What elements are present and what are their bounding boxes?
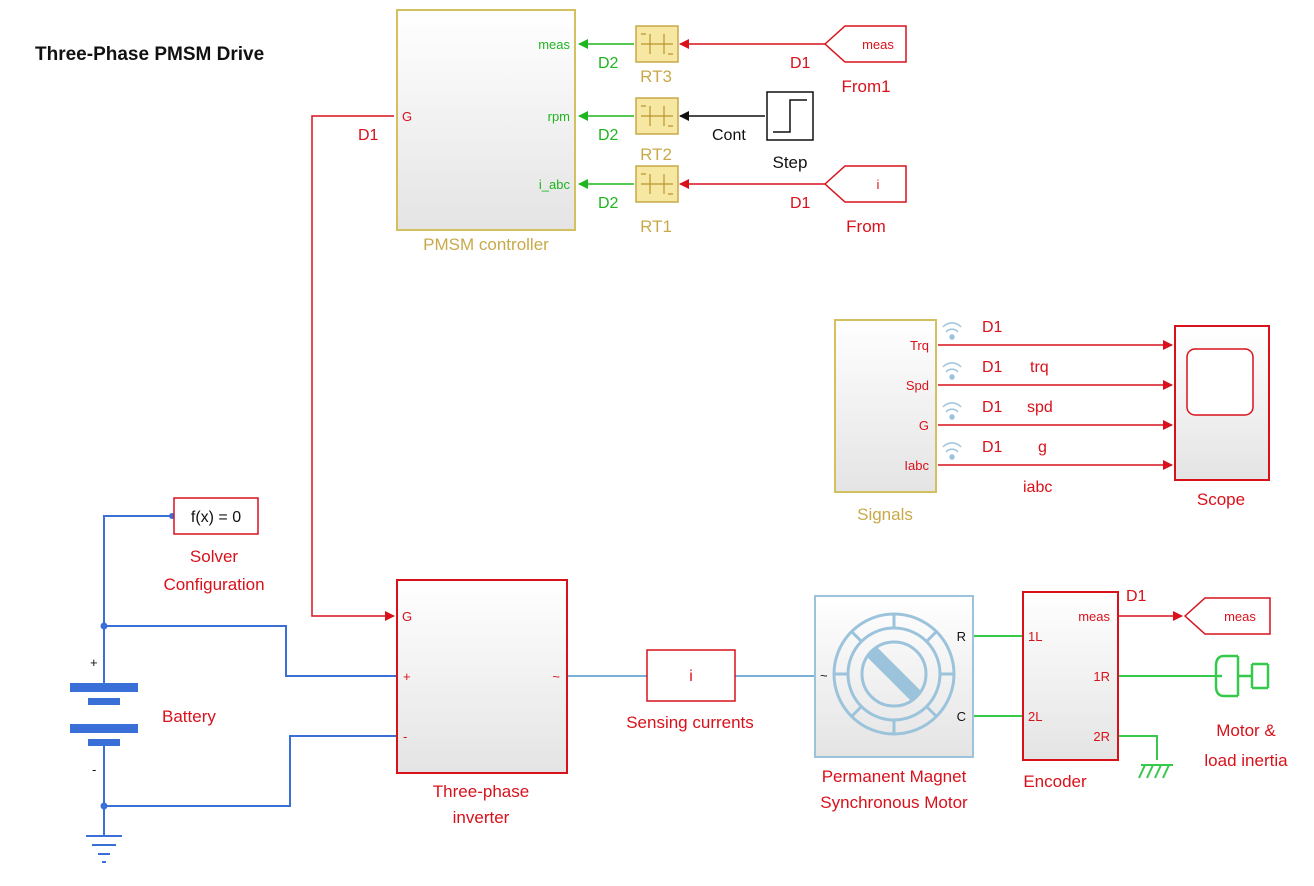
signal-label-cont: Cont (712, 127, 746, 144)
signal-line-g-to-controller[interactable] (311, 115, 395, 621)
sensing-currents-tag: i (689, 668, 693, 685)
encoder-port-meas: meas (1078, 609, 1110, 624)
encoder-port-1l: 1L (1028, 629, 1042, 644)
inertia-label-line2: load inertia (1204, 751, 1288, 770)
sensing-currents-label: Sensing currents (626, 713, 754, 732)
pmsm-controller-label: PMSM controller (423, 235, 549, 254)
mechanical-reference-icon (1138, 764, 1173, 779)
port-label-g: G (402, 109, 412, 124)
signals-label: Signals (857, 505, 913, 524)
sample-time-d1: D1 (790, 55, 811, 72)
solver-function-text: f(x) = 0 (191, 509, 241, 526)
battery-minus: - (92, 762, 96, 777)
inverter-port-plus: + (403, 669, 411, 684)
pmsm-motor-block[interactable]: ~ R C (814, 595, 974, 758)
encoder-port-2r: 2R (1093, 729, 1110, 744)
battery-physical-lines[interactable] (103, 515, 396, 835)
port-label-i-abc: i_abc (539, 177, 571, 192)
rt2-label: RT2 (640, 145, 672, 164)
three-phase-inverter-block[interactable]: G + - ~ (396, 579, 568, 774)
inverter-label-line1: Three-phase (433, 782, 529, 801)
step-label: Step (773, 153, 808, 172)
encoder-block[interactable]: meas 1L 1R 2L 2R (1022, 591, 1119, 761)
solver-configuration-block[interactable]: f(x) = 0 (173, 497, 259, 535)
solver-label-line2: Configuration (163, 575, 264, 594)
mechanical-lines[interactable] (973, 635, 1218, 760)
sample-time-d1: D1 (358, 127, 379, 144)
inverter-port-minus: - (403, 729, 407, 744)
encoder-label: Encoder (1023, 772, 1087, 791)
battery-label: Battery (162, 707, 216, 726)
sample-time-d1: D1 (982, 359, 1003, 376)
sample-time-d1: D1 (982, 319, 1003, 336)
inverter-port-g: G (402, 609, 412, 624)
junction-dot (100, 802, 108, 810)
motor-port-ac: ~ (820, 668, 828, 683)
inertia-block[interactable] (1214, 654, 1270, 698)
sample-time-d2: D2 (598, 127, 619, 144)
signals-port-g: G (919, 418, 929, 433)
sample-time-d1: D1 (982, 439, 1003, 456)
signals-port-iabc: Iabc (904, 458, 929, 473)
motor-port-r: R (957, 629, 966, 644)
step-icon (773, 99, 807, 133)
signal-name-iabc: iabc (1023, 479, 1052, 496)
encoder-port-2l: 2L (1028, 709, 1042, 724)
scope-label: Scope (1197, 490, 1245, 509)
encoder-port-1r: 1R (1093, 669, 1110, 684)
signal-name-trq: trq (1030, 359, 1049, 376)
signals-port-spd: Spd (906, 378, 929, 393)
step-block[interactable] (766, 91, 814, 141)
battery-block[interactable]: + - (70, 655, 138, 777)
sample-time-d1: D1 (982, 399, 1003, 416)
diagram-title: Three-Phase PMSM Drive (35, 44, 264, 65)
pmsm-label-line1: Permanent Magnet (822, 767, 967, 786)
ground-icon (86, 835, 122, 863)
signal-name-spd: spd (1027, 399, 1053, 416)
from-label: From (846, 217, 886, 236)
goto-meas-tag: meas (1224, 609, 1256, 624)
from1-tag: meas (862, 37, 894, 52)
rt2-block[interactable] (635, 97, 679, 135)
signals-port-trq: Trq (910, 338, 929, 353)
inverter-label-line2: inverter (453, 808, 510, 827)
port-label-rpm: rpm (548, 109, 570, 124)
signal-name-g: g (1038, 439, 1047, 456)
motor-icon (832, 612, 956, 736)
scope-block[interactable] (1174, 325, 1270, 481)
test-point-icon (942, 322, 962, 340)
rt1-label: RT1 (640, 217, 672, 236)
inverter-port-ac: ~ (552, 669, 560, 684)
junction-dot (100, 622, 108, 630)
battery-plus: + (90, 655, 98, 670)
rt1-block[interactable] (635, 165, 679, 203)
sensing-currents-block[interactable]: i (646, 649, 736, 702)
port-label-meas: meas (538, 37, 570, 52)
from1-block[interactable]: meas (823, 25, 907, 63)
sample-time-d1: D1 (790, 195, 811, 212)
test-point-icon (942, 442, 962, 460)
rt3-label: RT3 (640, 67, 672, 86)
inertia-label-line1: Motor & (1216, 721, 1276, 740)
sample-time-d1: D1 (1126, 588, 1147, 605)
inertia-icon (1214, 654, 1270, 698)
sample-time-d2: D2 (598, 195, 619, 212)
sample-time-d2: D2 (598, 55, 619, 72)
test-point-icon (942, 362, 962, 380)
from1-label: From1 (841, 77, 890, 96)
test-point-icon (942, 402, 962, 420)
solver-label-line1: Solver (190, 547, 239, 566)
scope-screen-icon (1186, 348, 1254, 416)
goto-meas-block[interactable]: meas (1183, 597, 1271, 635)
from-block[interactable]: i (823, 165, 907, 203)
motor-port-c: C (957, 709, 966, 724)
signals-block[interactable]: Trq Spd G Iabc (834, 319, 937, 493)
from-tag: i (877, 177, 880, 192)
pmsm-controller-block[interactable]: meas rpm i_abc G (396, 9, 576, 231)
pmsm-label-line2: Synchronous Motor (820, 793, 968, 812)
rt3-block[interactable] (635, 25, 679, 63)
